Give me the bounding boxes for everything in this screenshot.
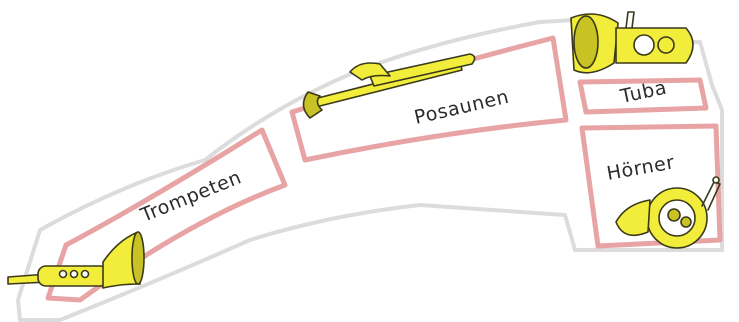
- tuba-icon: [571, 12, 693, 73]
